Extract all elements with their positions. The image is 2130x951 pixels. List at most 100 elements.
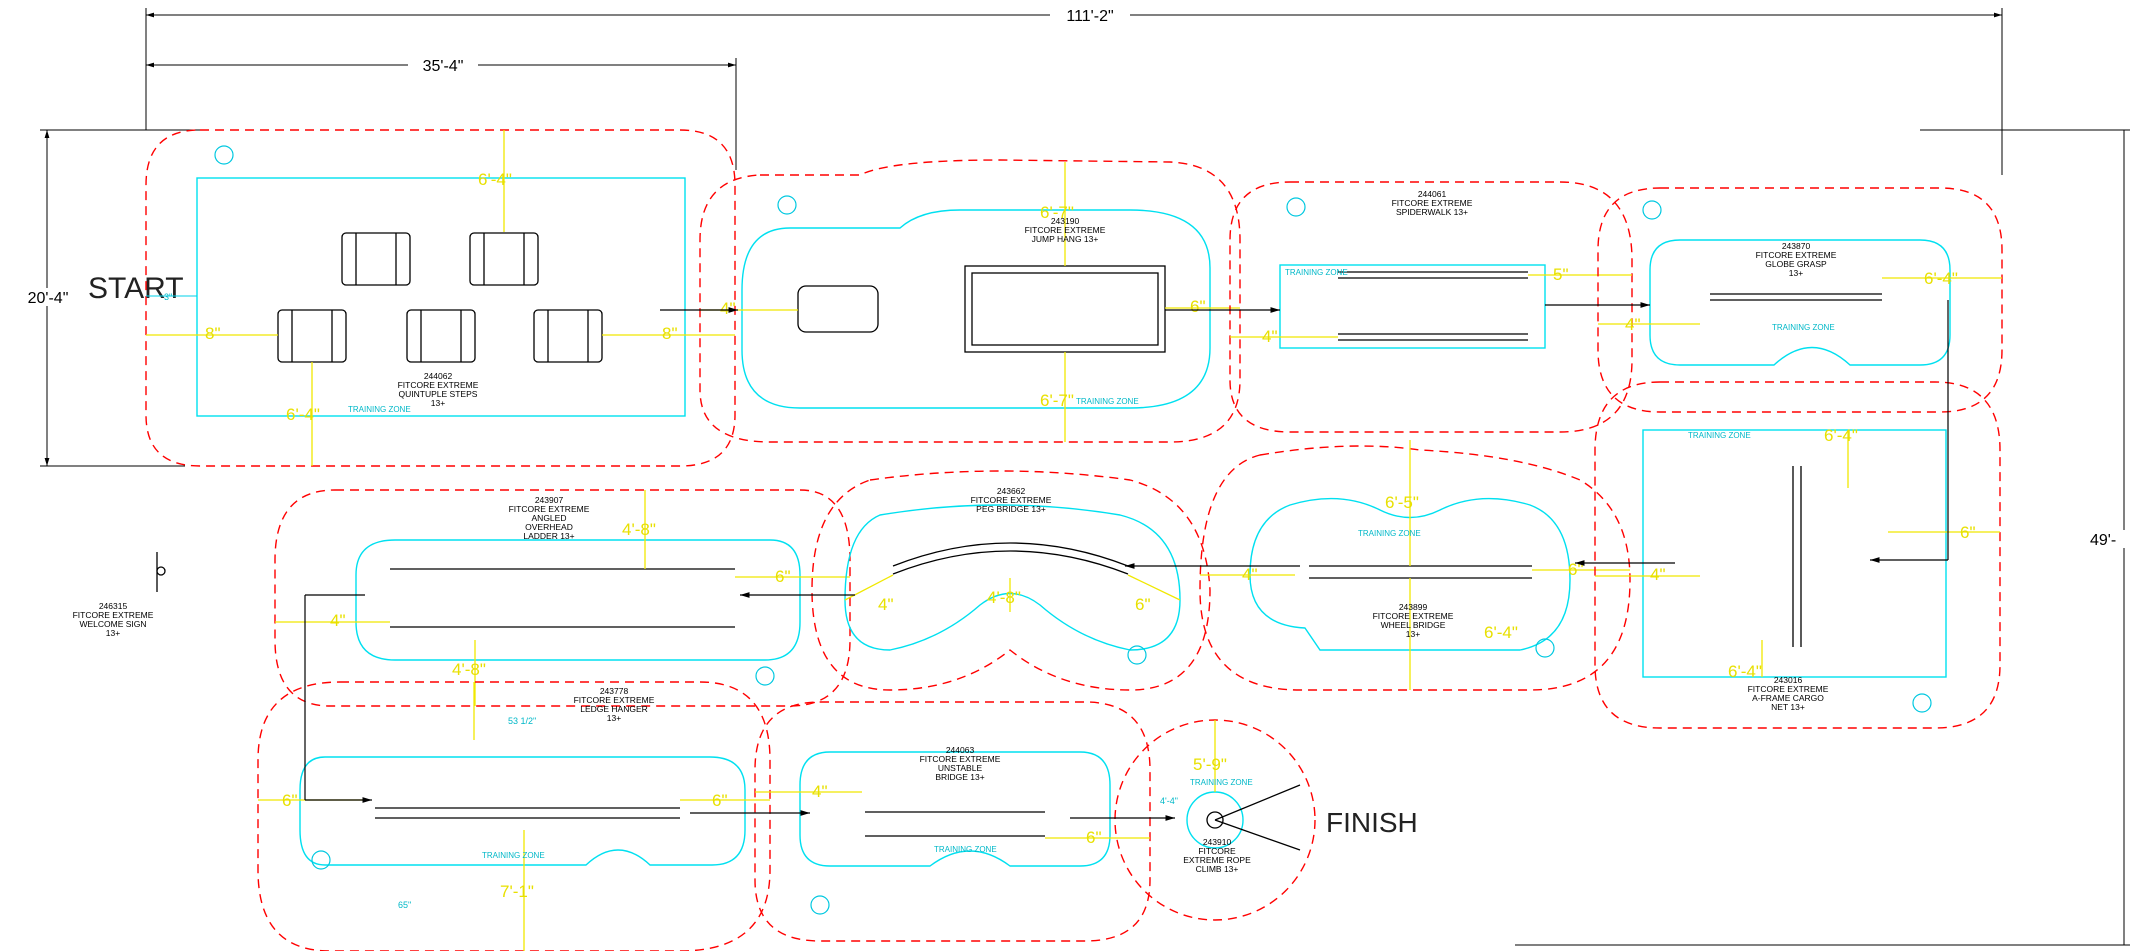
first-zone-width-dimension: 35'-4" — [423, 58, 464, 75]
svg-text:4": 4" — [1625, 315, 1641, 334]
north-arrow-icon — [1535, 638, 1555, 658]
svg-text:8": 8" — [662, 324, 678, 343]
svg-text:OVERHEAD: OVERHEAD — [525, 522, 573, 532]
start-label: START — [88, 272, 184, 305]
overall-width-dimension: 111'-2" — [1066, 8, 1113, 25]
station-globe-grasp: 6'-4" 4" TRAINING ZONE 243870 FITCORE EX… — [1597, 187, 2003, 413]
svg-text:6": 6" — [712, 791, 728, 810]
svg-text:6'-4": 6'-4" — [1728, 662, 1762, 681]
station-rope-climb: 5'-9" 4'-4" TRAINING ZONE 243910 FITCORE… — [1114, 719, 1316, 921]
svg-text:246315: 246315 — [99, 601, 128, 611]
svg-text:13+: 13+ — [1789, 268, 1803, 278]
svg-text:4": 4" — [812, 782, 828, 801]
svg-text:FITCORE EXTREME: FITCORE EXTREME — [574, 695, 655, 705]
north-arrow-icon — [311, 850, 331, 870]
svg-text:13+: 13+ — [431, 398, 445, 408]
svg-text:53 1/2": 53 1/2" — [508, 716, 536, 726]
svg-text:243662: 243662 — [997, 486, 1026, 496]
finish-label: FINISH — [1326, 807, 1418, 838]
svg-text:244062: 244062 — [424, 371, 453, 381]
svg-text:FITCORE EXTREME: FITCORE EXTREME — [971, 495, 1052, 505]
svg-text:243016: 243016 — [1774, 675, 1803, 685]
svg-text:A-FRAME CARGO: A-FRAME CARGO — [1752, 693, 1824, 703]
svg-text:FITCORE EXTREME: FITCORE EXTREME — [1748, 684, 1829, 694]
svg-text:TRAINING ZONE: TRAINING ZONE — [1688, 431, 1751, 440]
svg-text:FITCORE EXTREME: FITCORE EXTREME — [1373, 611, 1454, 621]
svg-text:FITCORE: FITCORE — [1198, 846, 1236, 856]
svg-text:TRAINING ZONE: TRAINING ZONE — [1285, 268, 1348, 277]
overall-dimensions: 111'-2" 35'-4" 20'-4" 49'- — [18, 6, 2130, 946]
svg-text:243899: 243899 — [1399, 602, 1428, 612]
svg-text:6": 6" — [1135, 595, 1151, 614]
svg-text:6": 6" — [1960, 523, 1976, 542]
station-angled-overhead-ladder: 4'-8" 6" 4" 4'-8" 243907 FITCORE EXTREME… — [274, 489, 851, 707]
north-arrow-icon — [1127, 645, 1147, 665]
step-platform — [277, 232, 603, 363]
svg-text:6": 6" — [1086, 828, 1102, 847]
svg-text:6'-4": 6'-4" — [286, 405, 320, 424]
svg-text:7'-1": 7'-1" — [500, 882, 534, 901]
svg-text:244061: 244061 — [1418, 189, 1447, 199]
jump-hang-frame — [964, 265, 1166, 353]
station-spiderwalk: 5" 4" TRAINING ZONE 244061 FITCORE EXTRE… — [1229, 181, 1633, 433]
station-a-frame-cargo-net: 6'-4" 6" 4" 6'-4" TRAINING ZONE 243016 F… — [1594, 381, 2001, 729]
svg-text:243870: 243870 — [1782, 241, 1811, 251]
first-zone-height-dimension: 20'-4" — [28, 290, 69, 307]
svg-text:FITCORE EXTREME: FITCORE EXTREME — [920, 754, 1001, 764]
svg-text:EXTREME ROPE: EXTREME ROPE — [1183, 855, 1251, 865]
svg-text:243778: 243778 — [600, 686, 629, 696]
svg-text:243907: 243907 — [535, 495, 564, 505]
north-arrow-icon — [755, 666, 775, 686]
svg-text:FITCORE EXTREME: FITCORE EXTREME — [1756, 250, 1837, 260]
svg-text:243190: 243190 — [1051, 216, 1080, 226]
svg-text:UNSTABLE: UNSTABLE — [938, 763, 983, 773]
svg-text:13+: 13+ — [607, 713, 621, 723]
north-arrow-icon — [810, 895, 830, 915]
svg-text:SPIDERWALK 13+: SPIDERWALK 13+ — [1396, 207, 1468, 217]
svg-text:6": 6" — [1190, 297, 1206, 316]
svg-text:6'-7": 6'-7" — [1040, 203, 1074, 222]
svg-text:LADDER 13+: LADDER 13+ — [523, 531, 574, 541]
svg-text:FITCORE EXTREME: FITCORE EXTREME — [398, 380, 479, 390]
svg-text:4": 4" — [1242, 565, 1258, 584]
svg-text:6": 6" — [775, 567, 791, 586]
svg-text:NET 13+: NET 13+ — [1771, 702, 1805, 712]
north-arrow-icon — [1912, 693, 1932, 713]
svg-text:TRAINING ZONE: TRAINING ZONE — [482, 851, 545, 860]
station-quintuple-steps: 6'-4" 8" 8" 6'-4" TRAINING ZONE 3" 24406… — [145, 129, 736, 467]
svg-text:8": 8" — [205, 324, 221, 343]
svg-text:QUINTUPLE STEPS: QUINTUPLE STEPS — [399, 389, 478, 399]
step-platform — [797, 285, 879, 333]
svg-text:13+: 13+ — [1406, 629, 1420, 639]
svg-text:6'-4": 6'-4" — [1824, 426, 1858, 445]
station-welcome-sign: 246315 FITCORE EXTREME WELCOME SIGN 13+ — [73, 552, 166, 638]
svg-text:WELCOME SIGN: WELCOME SIGN — [79, 619, 146, 629]
svg-text:4'-8": 4'-8" — [987, 588, 1021, 607]
svg-text:FITCORE EXTREME: FITCORE EXTREME — [1025, 225, 1106, 235]
svg-text:3": 3" — [164, 292, 172, 302]
station-wheel-bridge: 6'-5" 6'-4" 6" 4" TRAINING ZONE 243899 F… — [1199, 440, 1631, 691]
north-arrow-icon — [777, 195, 797, 215]
svg-text:FITCORE EXTREME: FITCORE EXTREME — [73, 610, 154, 620]
svg-text:TRAINING ZONE: TRAINING ZONE — [934, 845, 997, 854]
svg-text:6'-4": 6'-4" — [1484, 623, 1518, 642]
svg-text:4": 4" — [330, 611, 346, 630]
svg-text:6'-7": 6'-7" — [1040, 391, 1074, 410]
svg-text:WHEEL BRIDGE: WHEEL BRIDGE — [1381, 620, 1446, 630]
station-ledge-hanger: 6" 6" 7'-1" 53 1/2" 65" TRAINING ZONE 24… — [257, 681, 771, 951]
svg-text:FITCORE EXTREME: FITCORE EXTREME — [509, 504, 590, 514]
svg-text:244063: 244063 — [946, 745, 975, 755]
svg-text:TRAINING ZONE: TRAINING ZONE — [348, 405, 411, 414]
svg-text:4": 4" — [720, 299, 736, 318]
svg-text:13+: 13+ — [106, 628, 120, 638]
svg-text:6'-4": 6'-4" — [1924, 269, 1958, 288]
svg-text:4'-8": 4'-8" — [622, 520, 656, 539]
svg-text:LEDGE HANGER: LEDGE HANGER — [580, 704, 648, 714]
svg-text:6'-4": 6'-4" — [478, 170, 512, 189]
svg-text:BRIDGE 13+: BRIDGE 13+ — [935, 772, 984, 782]
svg-text:PEG BRIDGE 13+: PEG BRIDGE 13+ — [976, 504, 1046, 514]
svg-text:65": 65" — [398, 900, 411, 910]
svg-text:JUMP HANG 13+: JUMP HANG 13+ — [1032, 234, 1099, 244]
svg-text:CLIMB 13+: CLIMB 13+ — [1196, 864, 1239, 874]
